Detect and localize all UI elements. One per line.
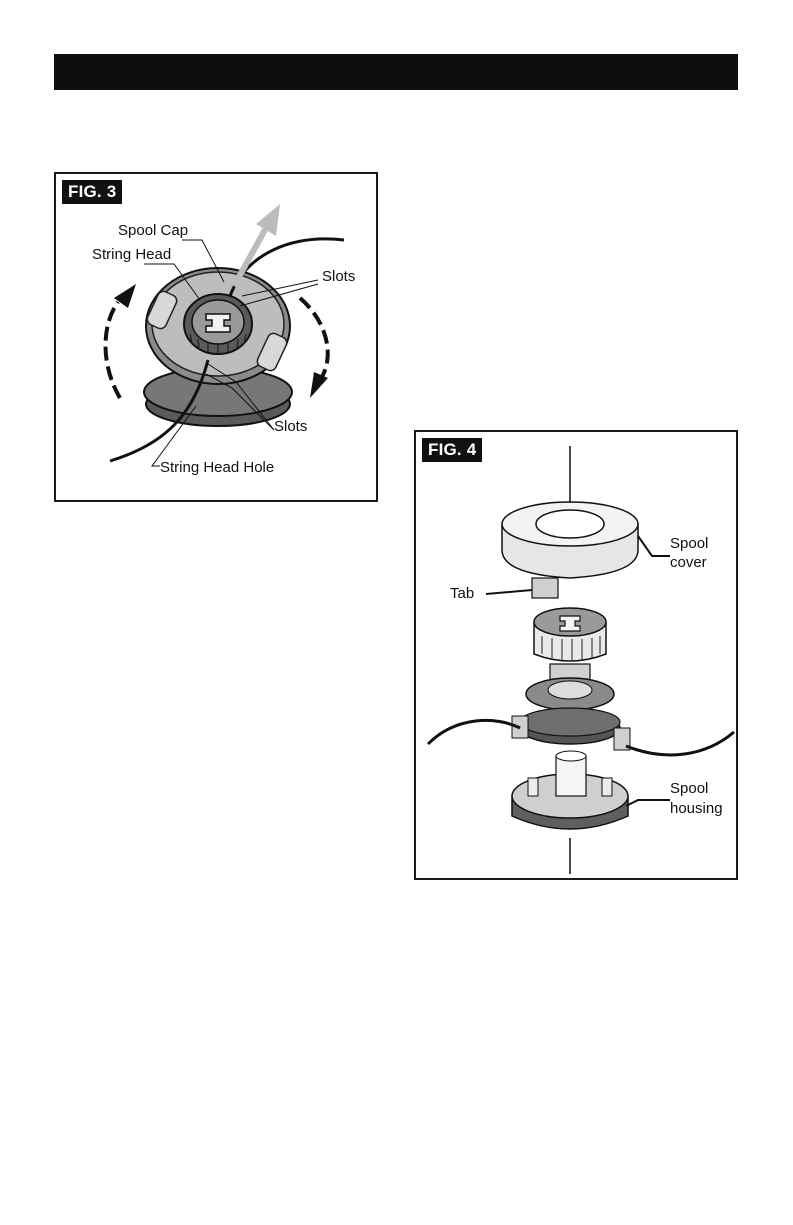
callout-spool-cover-line2: cover	[670, 554, 707, 572]
spool-housing-post-top	[556, 751, 586, 761]
spool-housing-post	[556, 756, 586, 796]
trimmer-string-right	[626, 732, 734, 755]
spool-housing-tab-a	[528, 778, 538, 796]
callout-slots-top: Slots	[322, 268, 355, 286]
callout-spool-cover-line1: Spool	[670, 535, 708, 553]
spool-cover-opening	[536, 510, 604, 538]
rotation-arrow-left-head	[114, 284, 136, 308]
callout-string-head-hole: String Head Hole	[160, 459, 274, 477]
pull-direction-arrow-head	[256, 204, 280, 236]
spool-upper-hub	[548, 681, 592, 699]
callout-tab: Tab	[450, 585, 474, 603]
callout-spool-housing-line1: Spool	[670, 780, 708, 798]
trimmer-string-left	[428, 720, 520, 744]
rotation-arrow-left	[106, 302, 121, 398]
callout-slots-bottom: Slots	[274, 418, 307, 436]
string-head-illustration	[56, 174, 380, 504]
rotation-arrow-right	[300, 298, 328, 380]
figure-4: FIG. 4	[414, 430, 738, 880]
callout-string-head: String Head	[92, 246, 171, 264]
section-header-bar	[54, 54, 738, 90]
spool-wound-line-top	[520, 708, 620, 736]
figure-3: FIG. 3	[54, 172, 378, 502]
callout-spool-cap: Spool Cap	[118, 222, 188, 240]
spool-cover-tab	[532, 578, 558, 598]
callout-spool-housing-line2: housing	[670, 800, 723, 818]
spool-housing-tab-b	[602, 778, 612, 796]
rotation-arrow-right-head	[310, 372, 328, 398]
